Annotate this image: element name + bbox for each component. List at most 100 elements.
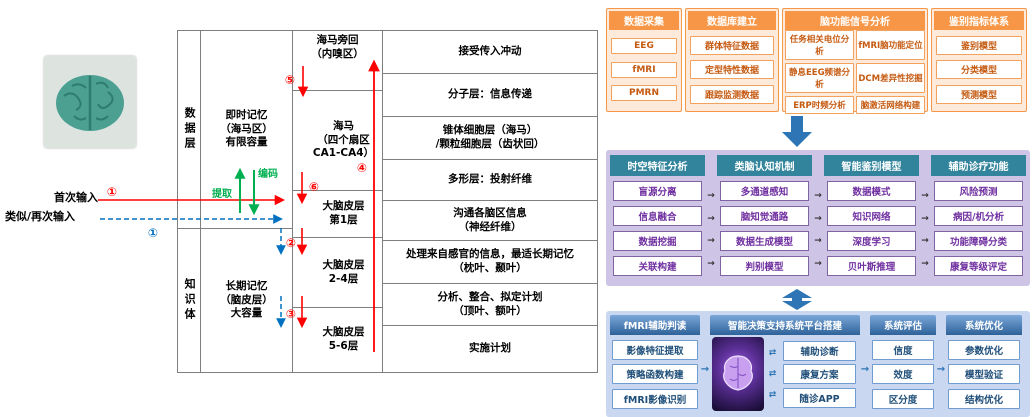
memory-structure-panel: 数据层 知识体 即时记忆 （海马区） 有限容量 长期记忆 （脑皮层） 大容量 海… (5, 30, 598, 373)
brain-photo-graphic (44, 56, 136, 148)
flow-item: 分类模型 (936, 60, 1022, 79)
group-header: 类脑认知机制 (717, 155, 812, 176)
flow-item: 参数优化 (948, 339, 1020, 360)
function-cell: 多形层：投射纤维 (383, 160, 597, 201)
flow-item: 贝叶斯推理 (827, 256, 916, 276)
flow-arrow-gap: → (860, 315, 870, 413)
function-cell: 处理来自感官的信息，最适长期记忆 （枕叶、颞叶） (383, 241, 597, 284)
platform-arrows: ⇄ ⇄ ⇄ (766, 337, 779, 411)
group-header: 数据采集 (609, 11, 679, 30)
arrow-head-icon (782, 132, 812, 147)
flow-item: 关联构建 (613, 256, 702, 276)
flow-item: 脑激活网络构建 (856, 96, 925, 114)
flow-arrow-icon: → (707, 236, 715, 247)
flow-item: EEG (611, 37, 677, 54)
flow-item: 病因/机分析 (934, 206, 1023, 226)
arrow-head-down-icon (782, 301, 812, 310)
group-data-collection: 数据采集 EEG fMRI PMRN (606, 8, 682, 112)
arrow-stem (791, 116, 803, 132)
group-items: 鉴别模型 分类模型 预测模型 (934, 30, 1024, 109)
flow-arrow-icon: → (700, 363, 710, 375)
arrow-stem (792, 297, 802, 302)
flow-item: 随诊APP (783, 387, 856, 408)
flow-item: 功能障碍分类 (934, 231, 1023, 251)
exchange-arrow-icon: ⇄ (768, 348, 777, 358)
flow-arrow-icon: → (921, 213, 929, 224)
platform-body: ⇄ ⇄ ⇄ 辅助诊断 康复方案 随诊APP (710, 335, 860, 413)
flow-item: 信度 (872, 339, 934, 360)
flow-item: 策略函数构建 (612, 364, 698, 384)
flow-item: 信息融合 (613, 206, 702, 226)
exchange-arrow-icon: ⇄ (768, 369, 777, 379)
region-cell: 海马 （四个扇区 CA1-CA4） (293, 91, 383, 191)
group-items: 多通道感知 脑知觉通路 数据生成模型 判别模型 (717, 176, 812, 281)
flow-arrow-icon: → (921, 236, 929, 247)
function-cell: 分子层：信息传递 (383, 74, 597, 117)
group-system-optimization: 系统优化 参数优化 模型验证 结构优化 (946, 315, 1022, 413)
flow-item: 静息EEG频谱分析 (785, 63, 854, 93)
flow-arrow-icon: → (814, 236, 822, 247)
flow-arrow-gap: → (936, 315, 946, 413)
flow-arrow-icon: → (814, 213, 822, 224)
brain-glow-graphic (723, 355, 753, 391)
signal-analysis-row: 数据采集 EEG fMRI PMRN 数据库建立 群体特征数据 定型特性数据 跟… (606, 8, 1030, 114)
flow-item: 跟踪监测数据 (690, 84, 774, 104)
section-flow-down-arrow (782, 116, 812, 147)
function-cell: 接受传入冲动 (383, 31, 597, 74)
group-header: 系统优化 (946, 315, 1022, 335)
region-cell: 海马旁回 （内嗅区） (293, 31, 383, 91)
function-cell: 锥体细胞层（海马） /颗粒细胞层（齿状回） (383, 117, 597, 160)
group-items: 数据模式 知识网络 深度学习 贝叶斯推理 (824, 176, 919, 281)
flow-item: PMRN (611, 85, 677, 102)
section-flow-double-arrow (782, 289, 812, 310)
group-decision-support-platform: 智能决策支持系统平台搭建 ⇄ ⇄ ⇄ 辅助诊断 (710, 315, 860, 413)
memory-cell-immediate: 即时记忆 （海马区） 有限容量 (201, 31, 293, 229)
flow-item: fMRI (611, 61, 677, 78)
flow-item: 知识网络 (827, 206, 916, 226)
platform-row: fMRI辅助判读 影像特征提取 策略函数构建 fMRI影像识别 → 智能决策支持… (606, 311, 1030, 417)
flow-item: 多通道感知 (720, 181, 809, 201)
group-header: fMRI辅助判读 (610, 315, 700, 335)
function-cell: 实施计划 (469, 342, 511, 355)
flow-arrow-gap: → → → → (812, 155, 824, 281)
flow-arrow-icon: → (860, 363, 870, 375)
group-database-building: 数据库建立 群体特征数据 定型特性数据 跟踪监测数据 (685, 8, 779, 112)
repeat-input-label: 类似/再次输入 (5, 210, 76, 223)
group-items: 任务相关电位分析 fMRI脑功能定位 静息EEG频谱分析 DCM差异性挖掘 ER… (785, 30, 925, 114)
flow-arrow-icon: → (921, 191, 929, 202)
group-fmri-assisted-reading: fMRI辅助判读 影像特征提取 策略函数构建 fMRI影像识别 (610, 315, 700, 413)
function-cell: 分析、整合、拟定计划 （顶叶、额叶） (383, 284, 597, 326)
brain-photo (44, 56, 136, 148)
flow-arrow-icon: → (814, 191, 822, 202)
flow-arrow-gap: → (700, 315, 710, 413)
first-input-label: 首次输入 (54, 191, 98, 204)
flow-item: 效度 (872, 364, 934, 384)
group-items: 辅助诊断 康复方案 随诊APP (781, 337, 858, 411)
flow-item: 任务相关电位分析 (785, 30, 854, 60)
flow-arrow-icon: → (936, 363, 946, 375)
flow-item: 影像特征提取 (612, 339, 698, 360)
group-header: 智能决策支持系统平台搭建 (710, 315, 860, 335)
group-intelligent-identification-model: 智能鉴别模型 数据模式 知识网络 深度学习 贝叶斯推理 (824, 155, 919, 281)
flow-item: DCM差异性挖掘 (856, 63, 925, 93)
group-header: 鉴别指标体系 (934, 11, 1024, 30)
memory-cell-longterm: 长期记忆 （脑皮层） 大容量 (201, 229, 293, 372)
flow-item: 康复方案 (783, 364, 856, 384)
step1-red-label: ① (107, 185, 117, 199)
flow-item: 判别模型 (720, 256, 809, 276)
flow-item: 数据生成模型 (720, 231, 809, 251)
flow-arrow-icon: → (707, 258, 715, 269)
group-items: 参数优化 模型验证 结构优化 (946, 335, 1022, 413)
region-cell: 大脑皮层 2-4层 (293, 238, 383, 308)
group-header: 系统评估 (870, 315, 936, 335)
group-identification-index-system: 鉴别指标体系 鉴别模型 分类模型 预测模型 (931, 8, 1027, 112)
flow-item: 康复等级评定 (934, 256, 1023, 276)
flow-item: 深度学习 (827, 231, 916, 251)
group-brain-signal-analysis: 脑功能信号分析 任务相关电位分析 fMRI脑功能定位 静息EEG频谱分析 DCM… (782, 8, 928, 114)
group-header: 脑功能信号分析 (785, 11, 925, 30)
group-brain-like-cognition: 类脑认知机制 多通道感知 脑知觉通路 数据生成模型 判别模型 (717, 155, 812, 281)
analysis-flowchart-panel: 数据采集 EEG fMRI PMRN 数据库建立 群体特征数据 定型特性数据 跟… (606, 8, 1030, 417)
flow-item: 鉴别模型 (936, 35, 1022, 55)
flow-item: 预测模型 (936, 84, 1022, 104)
